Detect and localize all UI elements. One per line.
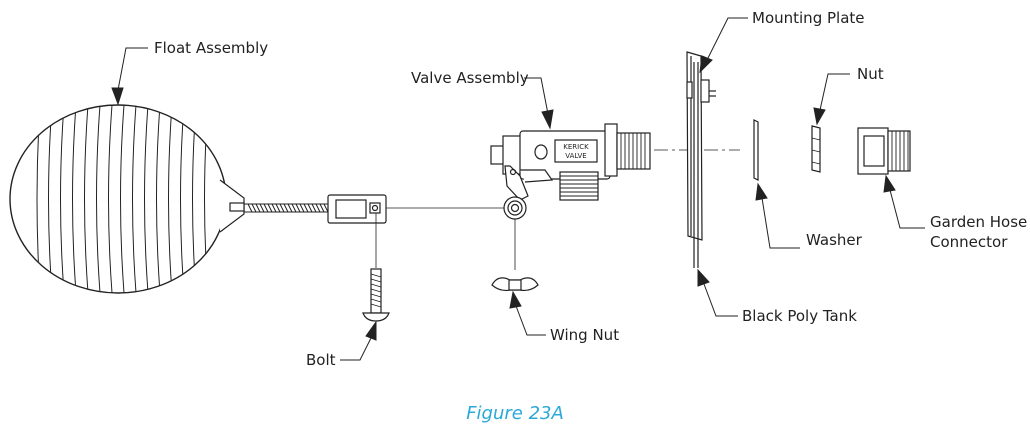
- label-garden-hose-line1: Garden Hose: [930, 213, 1028, 231]
- valve-marking-line2: VALVE: [565, 152, 586, 160]
- threaded-rod: [244, 203, 330, 213]
- pivot-washer: [503, 196, 527, 220]
- clevis: [327, 194, 387, 224]
- label-garden-hose-line2: Connector: [930, 233, 1008, 251]
- nut: [811, 125, 821, 173]
- figure-caption: Figure 23A: [466, 403, 564, 424]
- washer: [753, 119, 759, 181]
- label-float-assembly: Float Assembly: [154, 39, 269, 57]
- leader-lines: [111, 17, 925, 361]
- label-valve-assembly: Valve Assembly: [411, 69, 529, 87]
- valve-marking-line1: KERICK: [563, 143, 589, 151]
- garden-hose-connector: [857, 127, 911, 175]
- label-nut: Nut: [857, 65, 884, 83]
- label-wing-nut: Wing Nut: [550, 326, 620, 344]
- tank-wall: [693, 62, 699, 268]
- label-mounting-plate: Mounting Plate: [752, 9, 865, 27]
- float-ball: [9, 104, 227, 294]
- bolt: [362, 268, 390, 322]
- float-neck: [219, 179, 245, 233]
- label-black-poly-tank: Black Poly Tank: [742, 307, 857, 325]
- mounting-plate: [686, 51, 716, 241]
- label-bolt: Bolt: [306, 351, 336, 369]
- wing-nut: [491, 277, 539, 292]
- valve-body: KERICK VALVE: [490, 123, 651, 201]
- label-washer: Washer: [806, 231, 862, 249]
